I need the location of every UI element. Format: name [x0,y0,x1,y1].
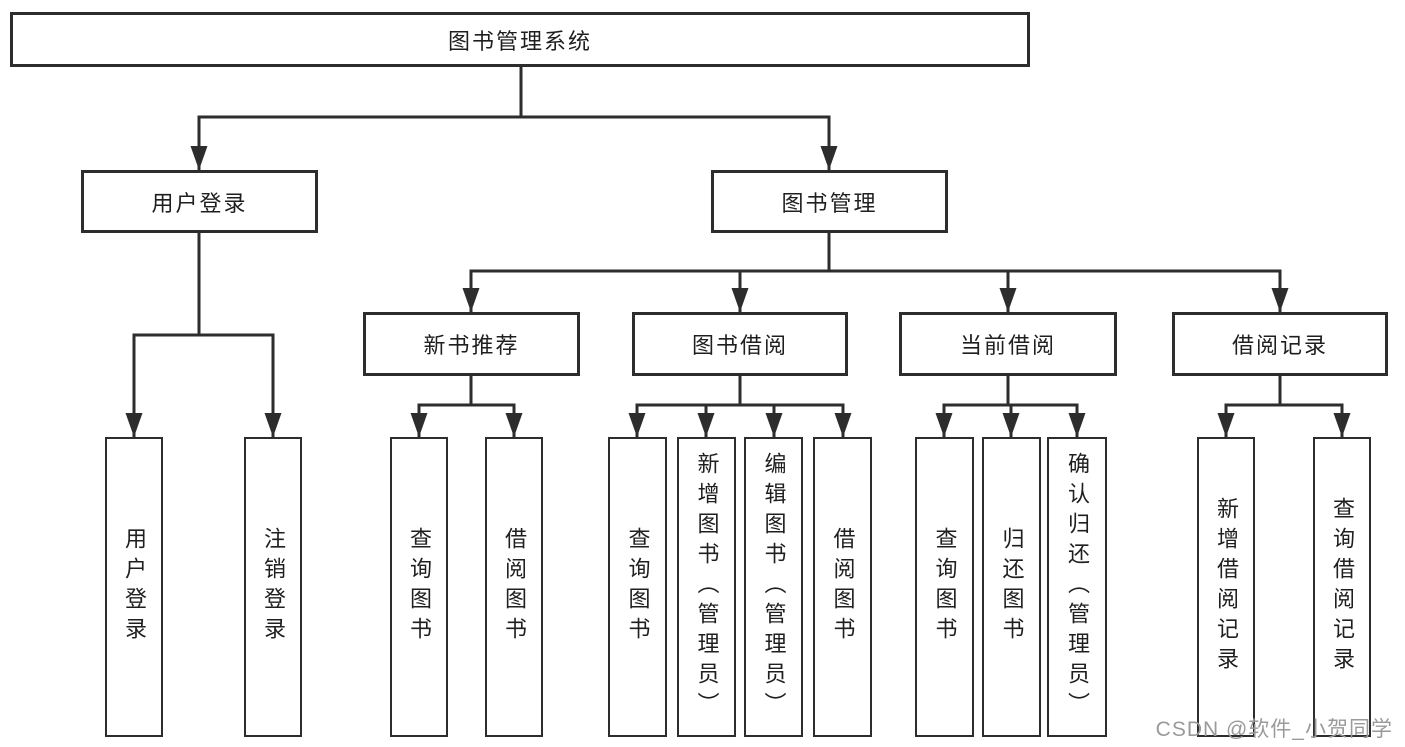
node-new-book-recommend: 新书推荐 [363,312,580,376]
node-book-borrowing: 图书借阅 [632,312,848,376]
node-label: 新书推荐 [423,333,520,358]
node-label: 归还图书 [999,527,1025,647]
leaf-query-books-1: 查询图书 [390,437,448,737]
node-library-management-system: 图书管理系统 [10,12,1030,67]
csdn-watermark: CSDN @软件_小贺同学 [1155,718,1393,741]
node-label: 借阅图书 [830,527,856,647]
node-label: 新增借阅记录 [1214,497,1239,677]
node-label: 新增图书（管理员） [694,452,720,722]
leaf-add-borrow-record: 新增借阅记录 [1197,437,1255,737]
node-label: 查询图书 [407,527,432,647]
leaf-logout: 注销登录 [244,437,302,737]
leaf-borrow-books-1: 借阅图书 [485,437,543,737]
node-label: 借阅记录 [1231,333,1328,358]
node-label: 查询借阅记录 [1330,497,1355,677]
node-label: 注销登录 [261,527,286,647]
leaf-return-books: 归还图书 [982,437,1041,737]
node-label: 用户登录 [122,527,147,647]
leaf-add-books-admin: 新增图书（管理员） [677,437,736,737]
node-borrowing-records: 借阅记录 [1172,312,1388,376]
leaf-edit-books-admin: 编辑图书（管理员） [744,437,803,737]
leaf-user-login: 用户登录 [105,437,163,737]
leaf-query-books-3: 查询图书 [915,437,974,737]
node-current-borrowing: 当前借阅 [899,312,1117,376]
leaf-confirm-return-admin: 确认归还（管理员） [1047,437,1107,737]
node-label: 编辑图书（管理员） [761,452,787,722]
leaf-borrow-books-2: 借阅图书 [813,437,872,737]
node-label: 确认归还（管理员） [1065,452,1090,722]
node-label: 查询图书 [625,527,651,647]
leaf-query-borrow-record: 查询借阅记录 [1313,437,1371,737]
leaf-query-books-2: 查询图书 [608,437,667,737]
node-label: 图书借阅 [691,333,788,358]
node-label: 当前借阅 [959,333,1056,358]
node-label: 查询图书 [932,527,958,647]
node-label: 图书管理系统 [447,28,592,54]
node-user-login-branch: 用户登录 [81,170,318,233]
node-label: 图书管理 [781,190,878,216]
node-label: 借阅图书 [502,527,527,647]
node-label: 用户登录 [151,190,248,216]
node-book-management-branch: 图书管理 [711,170,948,233]
